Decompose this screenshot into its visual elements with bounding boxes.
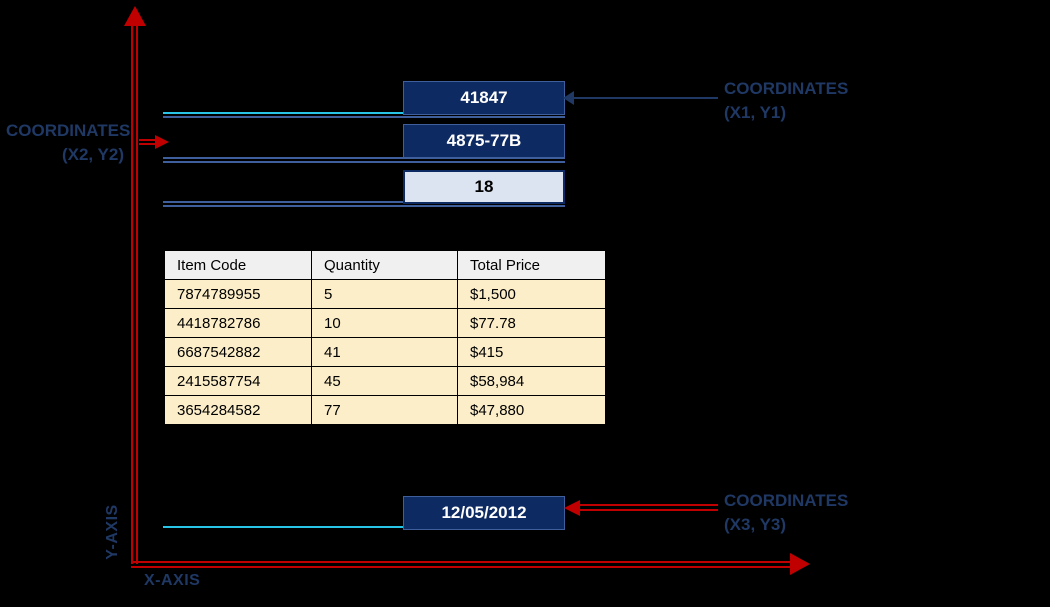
- date-field-box: 12/05/2012: [403, 496, 565, 530]
- table-cell: 5: [311, 279, 458, 309]
- field1-value: 41847: [460, 88, 508, 107]
- field3-box: 18: [403, 170, 565, 204]
- y-axis-label: Y-AXIS: [104, 504, 121, 560]
- table-cell: $58,984: [457, 366, 607, 396]
- x-axis-line: [131, 561, 790, 568]
- column-header-total-price: Total Price: [457, 249, 607, 280]
- table-cell: 2415587754: [163, 366, 312, 396]
- callout-x3y3: COORDINATES (X3, Y3): [724, 489, 848, 537]
- callout-x2y2-arrow-line: [139, 139, 157, 145]
- callout-x3y3-arrow-icon: [564, 500, 580, 516]
- callout-x1y1: COORDINATES (X1, Y1): [724, 77, 848, 125]
- field2-underline-top: [163, 157, 565, 159]
- callout-x3y3-line1: COORDINATES: [724, 491, 849, 510]
- column-header-quantity: Quantity: [311, 249, 458, 280]
- table-cell: $77.78: [457, 308, 607, 338]
- callout-x2y2: COORDINATES (X2, Y2): [6, 119, 131, 167]
- table-cell: 6687542882: [163, 337, 312, 367]
- callout-x1y1-line1: COORDINATES: [724, 79, 849, 98]
- table-cell: $1,500: [457, 279, 607, 309]
- table-cell: 4418782786: [163, 308, 312, 338]
- field3-value: 18: [474, 177, 494, 196]
- field3-underline-top: [163, 201, 565, 203]
- y-axis-line: [131, 24, 138, 564]
- table-cell: 3654284582: [163, 395, 312, 426]
- callout-x1y1-arrow-icon: [563, 91, 574, 105]
- column-header-item-code: Item Code: [163, 249, 312, 280]
- field2-box: 4875-77B: [403, 124, 565, 158]
- callout-x1y1-line2: (X1, Y1): [724, 103, 787, 122]
- callout-x2y2-line2: (X2, Y2): [61, 145, 124, 164]
- callout-x2y2-line1: COORDINATES: [6, 121, 131, 140]
- table-cell: $415: [457, 337, 607, 367]
- field3-underline-bottom: [163, 205, 565, 207]
- x-axis-arrow-icon: [790, 553, 810, 575]
- table-cell: 10: [311, 308, 458, 338]
- field1-underline-top: [163, 112, 565, 114]
- table-cell: 45: [311, 366, 458, 396]
- callout-x3y3-line2: (X3, Y3): [724, 515, 787, 534]
- table-cell: 77: [311, 395, 458, 426]
- date-field-value: 12/05/2012: [441, 503, 527, 522]
- callout-x1y1-arrow-line: [570, 97, 718, 99]
- y-axis-arrow-icon: [124, 6, 146, 26]
- callout-x3y3-arrow-line: [580, 504, 718, 511]
- field1-box: 41847: [403, 81, 565, 115]
- table-cell: $47,880: [457, 395, 607, 426]
- x-axis-label: X-AXIS: [144, 572, 201, 589]
- field2-underline-bottom: [163, 161, 565, 163]
- date-field-underline: [163, 526, 565, 528]
- table-header-row: Item Code Quantity Total Price: [163, 249, 607, 280]
- field1-underline-bottom: [163, 116, 565, 118]
- table-cell: 41: [311, 337, 458, 367]
- field2-value: 4875-77B: [446, 131, 522, 150]
- items-table: Item Code Quantity Total Price 787478995…: [163, 249, 607, 426]
- table-cell: 7874789955: [163, 279, 312, 309]
- callout-x2y2-arrow-icon: [155, 135, 169, 149]
